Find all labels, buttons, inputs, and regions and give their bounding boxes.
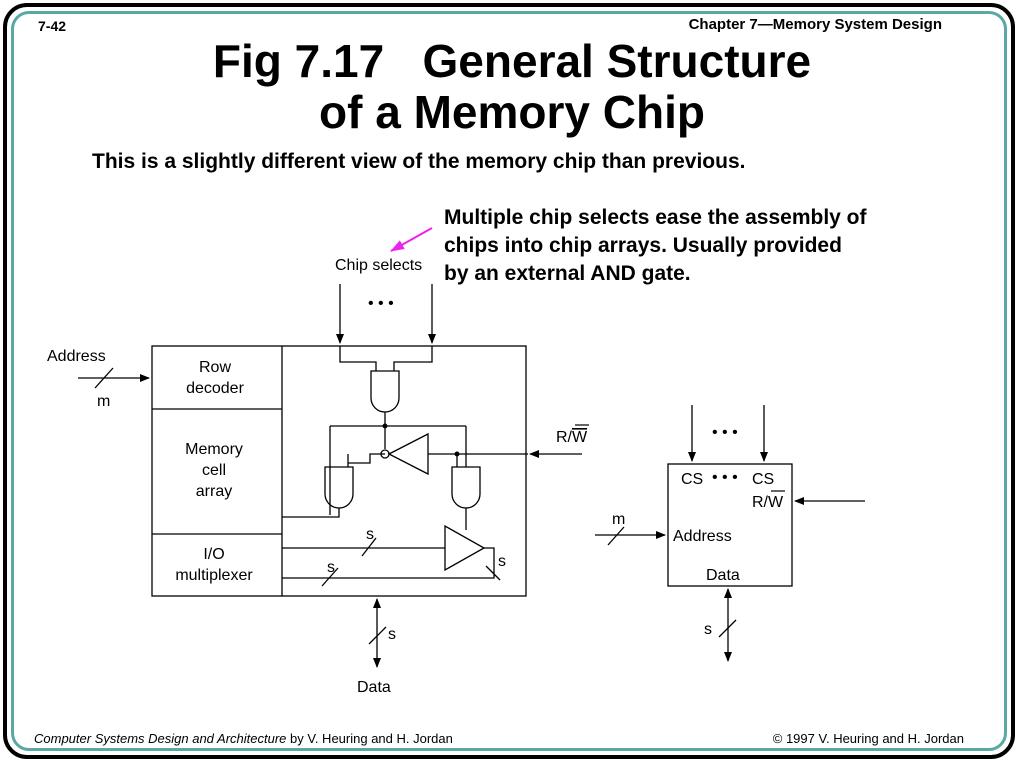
row-decoder-line-2: decoder bbox=[186, 380, 244, 397]
chip-select-and-gate bbox=[370, 370, 400, 413]
note-line-1: Multiple chip selects ease the assembly … bbox=[444, 206, 867, 229]
subtitle: This is a slightly different view of the… bbox=[92, 150, 746, 173]
symbol-cs-dots: • • • bbox=[712, 469, 738, 486]
page-title: Fig 7.17 General Structure of a Memory C… bbox=[0, 36, 1024, 138]
chip-selects-ellipsis: • • • bbox=[368, 295, 394, 312]
footer-copyright: © 1997 V. Heuring and H. Jordan bbox=[772, 731, 964, 746]
memory-array-line-1: Memory bbox=[185, 441, 243, 458]
title-line-2: of a Memory Chip bbox=[319, 86, 705, 138]
tristate-buffer bbox=[444, 524, 486, 572]
symbol-address-width: m bbox=[612, 511, 625, 528]
io-mux-line-2: multiplexer bbox=[175, 567, 253, 584]
symbol-cs-label-2: CS bbox=[752, 471, 774, 488]
address-width-label: m bbox=[97, 393, 110, 410]
callout-arrow bbox=[390, 227, 433, 252]
bus-width-label-1: s bbox=[366, 526, 374, 543]
symbol-data-label: Data bbox=[706, 567, 740, 584]
chip-selects-label: Chip selects bbox=[335, 257, 422, 274]
symbol-data-width: s bbox=[704, 621, 712, 638]
symbol-cs-label-1: CS bbox=[681, 471, 703, 488]
read-and-gate bbox=[324, 466, 354, 509]
write-and-gate bbox=[451, 466, 481, 509]
title-line-1: Fig 7.17 General Structure bbox=[212, 35, 812, 87]
rw-label: R/W bbox=[556, 429, 588, 446]
chip-symbol bbox=[667, 463, 793, 587]
inverter bbox=[387, 432, 429, 476]
memory-array-line-3: array bbox=[196, 483, 232, 500]
note-line-3: by an external AND gate. bbox=[444, 262, 691, 285]
slide-frame-outer bbox=[3, 3, 1015, 759]
chapter-title: Chapter 7—Memory System Design bbox=[688, 16, 942, 33]
slide-number: 7-42 bbox=[38, 18, 67, 34]
bus-width-label-3: s bbox=[498, 553, 506, 570]
footer-book-title: Computer Systems Design and Architecture bbox=[34, 731, 287, 746]
io-mux-line-1: I/O bbox=[203, 546, 224, 563]
footer-book-credit: Computer Systems Design and Architecture… bbox=[34, 731, 453, 746]
footer-authors: by V. Heuring and H. Jordan bbox=[286, 731, 453, 746]
chip-body bbox=[151, 345, 527, 597]
symbol-address-label: Address bbox=[673, 528, 732, 545]
slide-frame-inner bbox=[11, 11, 1007, 751]
data-label: Data bbox=[357, 679, 391, 696]
note-line-2: chips into chip arrays. Usually provided bbox=[444, 234, 842, 257]
symbol-rw-label: R/W bbox=[752, 494, 784, 511]
chip-select-note: Multiple chip selects ease the assembly … bbox=[444, 204, 984, 288]
bus-width-label-2: s bbox=[327, 559, 335, 576]
symbol-cs-ellipsis: • • • bbox=[712, 424, 738, 441]
memory-array-line-2: cell bbox=[202, 462, 226, 479]
bus-width-label-4: s bbox=[388, 626, 396, 643]
address-label: Address bbox=[47, 348, 106, 365]
row-decoder-line-1: Row bbox=[199, 359, 231, 376]
